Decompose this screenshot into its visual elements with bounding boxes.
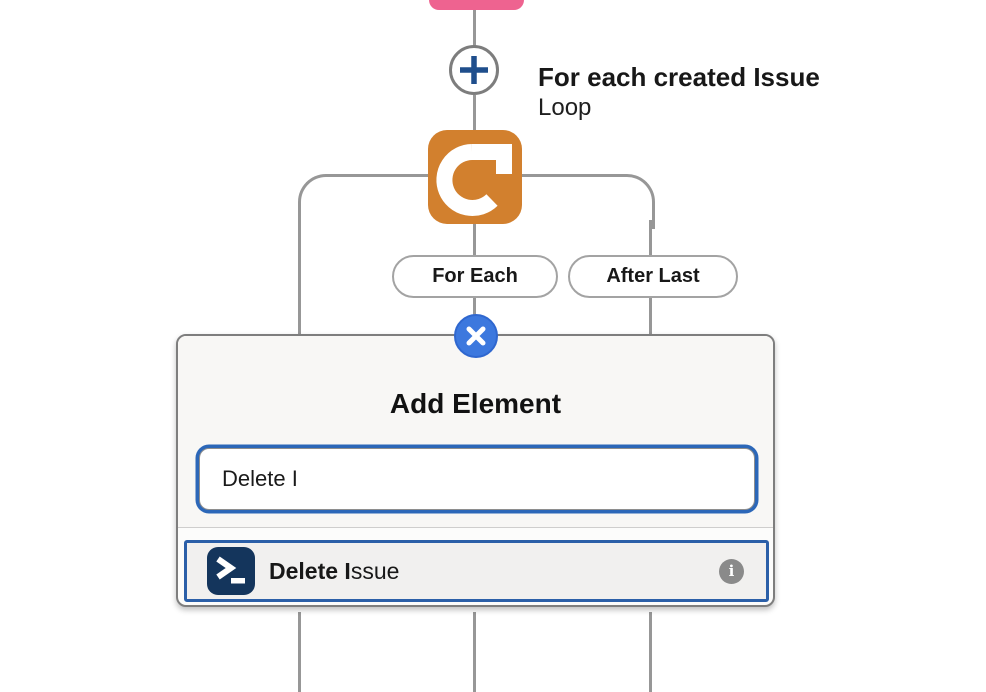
element-search-input[interactable] [199, 448, 755, 510]
connector-left-branch-corner [298, 174, 431, 229]
branch-label-after-last: After Last [568, 255, 738, 298]
result-label-match: Delete I [269, 557, 351, 584]
result-label-rest: ssue [350, 557, 400, 584]
connector-right-branch-upper [649, 220, 652, 256]
node-title: For each created Issue [538, 62, 820, 92]
connector-plus-to-loop [473, 95, 476, 131]
record-node-stub[interactable] [429, 0, 524, 10]
loop-node[interactable] [428, 130, 522, 224]
info-icon[interactable]: i [719, 558, 744, 584]
result-row-delete-issue[interactable]: Delete Issue i [184, 540, 769, 602]
dialog-title: Add Element [389, 388, 562, 419]
connector-right-bottom [649, 612, 652, 692]
connector-loop-to-foreach [473, 222, 476, 256]
dialog-header-section: Add Element [178, 336, 773, 528]
close-button[interactable] [453, 314, 498, 358]
close-icon [466, 326, 485, 346]
result-label: Delete Issue [269, 558, 399, 585]
connector-top [473, 10, 476, 46]
plus-icon [460, 56, 488, 84]
connector-right-branch-corner [522, 174, 655, 229]
connector-right-branch-lower [649, 298, 652, 335]
node-subtitle: Loop [538, 94, 592, 121]
connector-left-bottom [298, 612, 301, 692]
terminal-icon [207, 547, 255, 595]
add-element-plus-button[interactable] [449, 45, 499, 95]
branch-label-for-each: For Each [392, 255, 558, 298]
add-element-dialog: Add Element Delete Issue i [176, 314, 775, 607]
loop-icon [436, 144, 512, 216]
node-label: For each created Issue Loop [538, 61, 820, 123]
connector-center-bottom [473, 612, 476, 692]
connector-left-branch [298, 220, 301, 335]
